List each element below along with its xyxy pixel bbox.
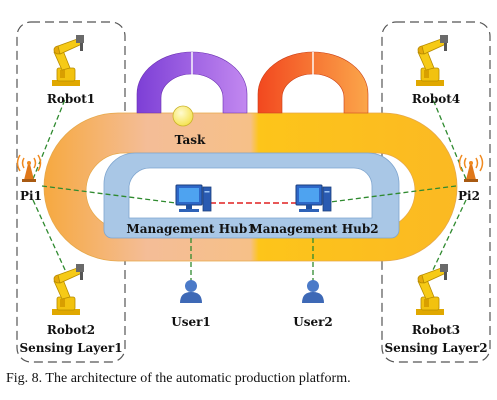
robot4-icon [415, 34, 449, 87]
task-label: Task [175, 133, 206, 147]
task-arc-left [136, 51, 248, 114]
pi2-label: Pi2 [458, 189, 480, 203]
task-arc-right [257, 51, 369, 114]
inner-track [103, 152, 400, 239]
user1-label: User1 [171, 315, 211, 329]
hub1-label: Management Hub1 [126, 222, 255, 236]
user2-icon [302, 280, 324, 303]
sensing-links [32, 96, 467, 281]
pi2-antenna-icon [458, 154, 484, 183]
user2-label: User2 [293, 315, 333, 329]
robot2-icon [51, 263, 85, 316]
sensing-layer1-label: Sensing Layer1 [19, 341, 122, 355]
pi1-label: Pi1 [20, 189, 42, 203]
hub2-computer-icon [295, 184, 332, 213]
robot1-label: Robot1 [47, 92, 95, 106]
sensing-layer2-label: Sensing Layer2 [384, 341, 487, 355]
hub2-label: Management Hub2 [249, 222, 378, 236]
hub1-computer-icon [175, 184, 212, 213]
user1-icon [180, 280, 202, 303]
figure-caption: Fig. 8. The architecture of the automati… [6, 371, 351, 386]
task-node-icon [172, 105, 194, 127]
robot1-icon [51, 34, 85, 87]
robot2-label: Robot2 [47, 323, 95, 337]
robot4-label: Robot4 [412, 92, 460, 106]
robot3-icon [415, 263, 449, 316]
robot3-label: Robot3 [412, 323, 460, 337]
